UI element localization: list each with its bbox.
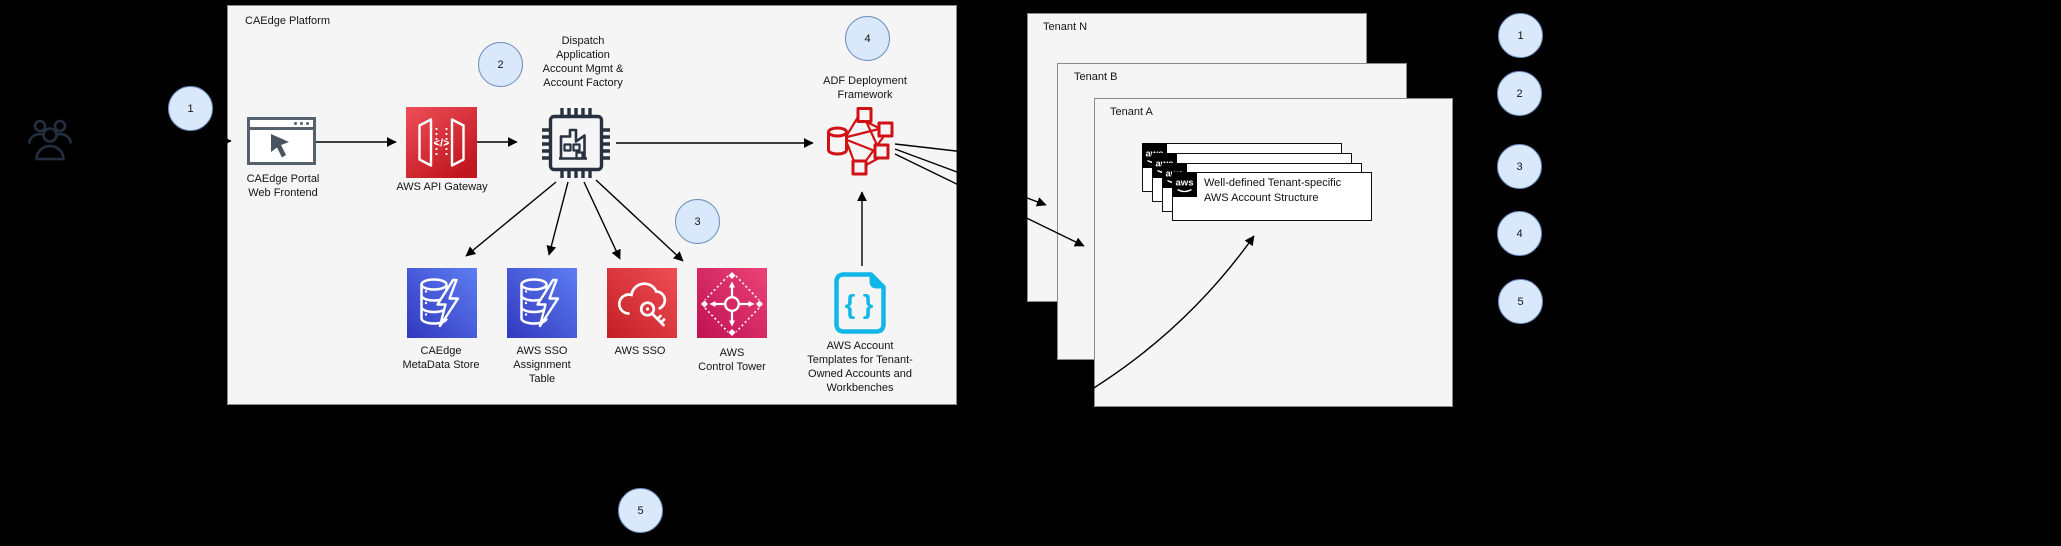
badge-number: 5 — [1517, 295, 1524, 308]
badge-number: 2 — [497, 58, 504, 71]
browser-dot-icon — [305, 121, 309, 126]
svg-text:</>: </> — [434, 138, 450, 150]
portal-browser-icon — [247, 117, 316, 165]
badge-number: 4 — [1516, 227, 1523, 240]
legend-badge-5: 5 — [1498, 279, 1543, 324]
browser-titlebar — [250, 120, 313, 130]
svg-text:aws: aws — [1176, 178, 1194, 189]
api-gateway-label: AWS API Gateway — [396, 181, 488, 193]
dispatch-label: Dispatch Application Account Mgmt & Acco… — [542, 35, 624, 89]
badge-number: 1 — [187, 102, 194, 115]
aws-sso-icon — [607, 268, 677, 338]
step-badge-4: 4 — [845, 16, 890, 61]
control-tower-label: AWS Control Tower — [698, 347, 766, 373]
account-templates-icon: { } — [834, 272, 886, 334]
badge-number: 4 — [864, 32, 871, 45]
tenant-b-label: Tenant B — [1074, 71, 1118, 83]
badge-number: 2 — [1516, 87, 1523, 100]
dynamodb-metadata-store-icon — [407, 268, 477, 338]
api-gateway-icon: </> — [406, 107, 477, 178]
users-icon — [28, 119, 72, 161]
badge-number: 5 — [637, 504, 644, 517]
legend-badge-4: 4 — [1497, 211, 1542, 256]
step-badge-5: 5 — [618, 488, 663, 533]
metadata-store-label: CAEdge MetaData Store — [402, 345, 480, 371]
step-badge-3: 3 — [675, 199, 720, 244]
dispatch-chip-icon — [542, 108, 610, 178]
tenant-n-label: Tenant N — [1043, 21, 1088, 33]
aws-logo-icon: aws — [1172, 172, 1197, 197]
dynamodb-sso-assignment-icon — [507, 268, 577, 338]
legend-badge-2: 2 — [1497, 71, 1542, 116]
portal-label: CAEdge Portal Web Frontend — [246, 173, 320, 199]
sso-assignment-label: AWS SSO Assignment Table — [513, 345, 571, 385]
step-badge-1: 1 — [168, 86, 213, 131]
badge-number: 3 — [694, 215, 701, 228]
account-structure-caption: Well-defined Tenant-specific AWS Account… — [1204, 177, 1342, 204]
adf-deployment-framework-icon — [827, 107, 894, 176]
browser-dot-icon — [293, 121, 297, 126]
tenant-a-label: Tenant A — [1110, 106, 1153, 118]
step-badge-2: 2 — [478, 42, 523, 87]
cursor-arrow-icon — [271, 134, 289, 158]
legend-badge-1: 1 — [1498, 13, 1543, 58]
svg-text:{ }: { } — [845, 290, 874, 320]
badge-number: 1 — [1517, 29, 1524, 42]
control-tower-icon — [697, 268, 767, 338]
legend-badge-3: 3 — [1497, 144, 1542, 189]
adf-label: ADF Deployment Framework — [823, 75, 907, 101]
browser-dot-icon — [299, 121, 303, 126]
templates-label: AWS Account Templates for Tenant- Owned … — [807, 340, 913, 394]
badge-number: 3 — [1516, 160, 1523, 173]
aws-account-card-front: aws — [1172, 172, 1372, 221]
platform-title: CAEdge Platform — [245, 15, 330, 27]
aws-sso-label: AWS SSO — [614, 345, 666, 357]
